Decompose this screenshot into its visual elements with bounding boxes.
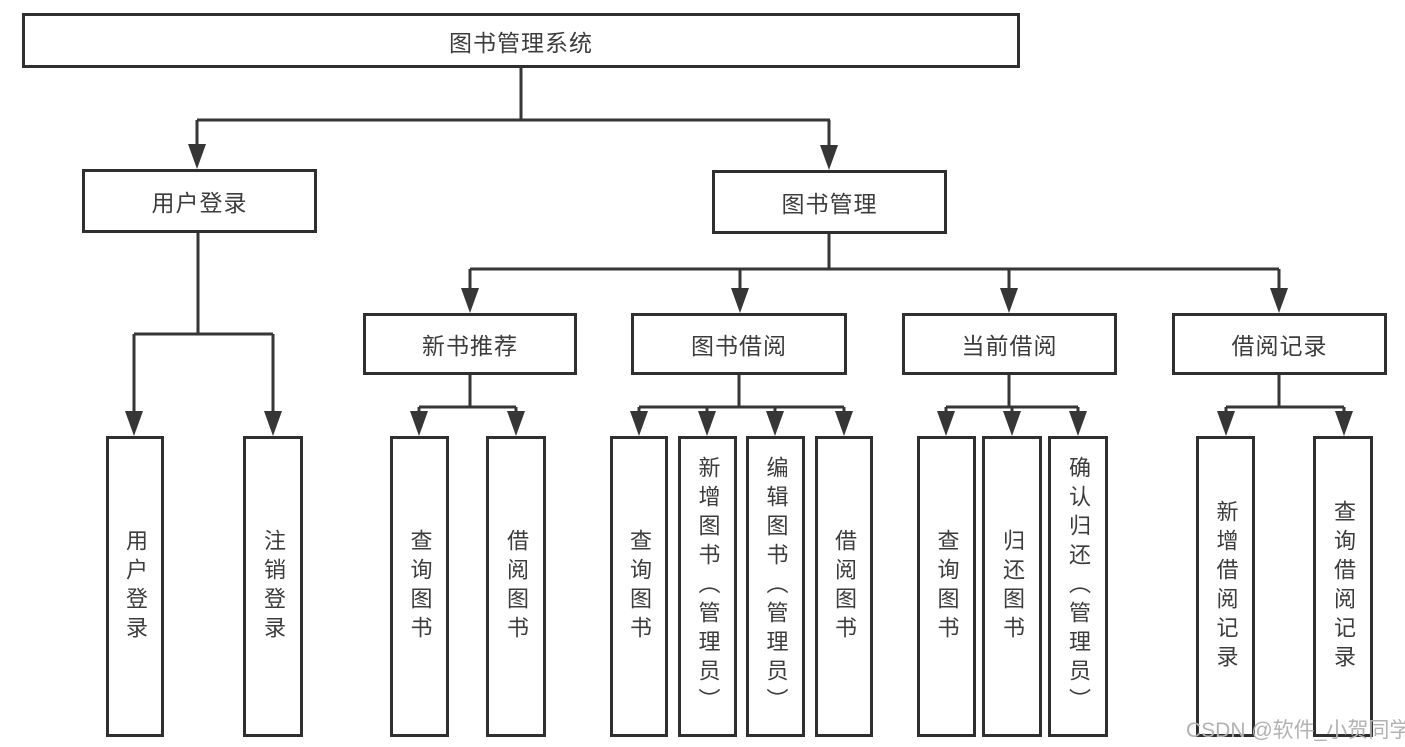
node-root: 图书管理系统: [22, 13, 1020, 68]
leaf-logout: 注销登录: [243, 436, 303, 737]
leaf-query-books-3: 查询图书: [917, 436, 976, 737]
arrowhead-down-icons: [125, 144, 1353, 436]
leaf-user-login-label: 用户登录: [123, 528, 148, 645]
leaf-borrow-books-1-label: 借阅图书: [504, 528, 529, 645]
leaf-query-books-2-label: 查询图书: [627, 528, 652, 645]
leaf-borrow-books-1: 借阅图书: [486, 436, 546, 737]
leaf-edit-books-admin: 编辑图书（管理员）: [746, 436, 805, 737]
connector-root: [195, 68, 831, 147]
node-borrow-records-label: 借阅记录: [1231, 333, 1328, 359]
node-book-borrow: 图书借阅: [631, 313, 847, 375]
leaf-logout-label: 注销登录: [261, 528, 286, 645]
leaf-query-books-1: 查询图书: [390, 436, 449, 737]
leaf-query-borrow-record-label: 查询借阅记录: [1331, 499, 1356, 674]
leaf-add-borrow-record-label: 新增借阅记录: [1213, 499, 1239, 674]
connector-book-borrow: [637, 375, 846, 413]
connector-current-borrow: [944, 375, 1080, 413]
leaf-add-borrow-record: 新增借阅记录: [1196, 436, 1255, 737]
node-current-borrow-label: 当前借阅: [961, 333, 1058, 359]
leaf-borrow-books-2-label: 借阅图书: [832, 528, 857, 645]
node-current-borrow: 当前借阅: [902, 313, 1117, 375]
node-user-login-label: 用户登录: [151, 190, 248, 216]
leaf-query-books-3-label: 查询图书: [934, 528, 960, 645]
node-user-login: 用户登录: [82, 169, 317, 233]
connector-borrow-records: [1224, 375, 1346, 413]
node-book-management: 图书管理: [712, 170, 947, 234]
leaf-return-books: 归还图书: [982, 436, 1042, 737]
leaf-query-books-2: 查询图书: [610, 436, 668, 737]
leaf-confirm-return-admin-label: 确认归还（管理员）: [1066, 456, 1091, 717]
csdn-watermark: CSDN @软件_小贺同学: [1186, 719, 1405, 742]
leaf-add-books-admin: 新增图书（管理员）: [678, 436, 737, 737]
leaf-add-books-admin-label: 新增图书（管理员）: [695, 456, 721, 717]
leaf-edit-books-admin-label: 编辑图书（管理员）: [763, 456, 789, 717]
node-new-book-recommend: 新书推荐: [363, 313, 577, 375]
connector-book-management: [468, 234, 1281, 290]
leaf-confirm-return-admin: 确认归还（管理员）: [1048, 436, 1108, 737]
leaf-return-books-label: 归还图书: [1000, 528, 1025, 645]
connector-user-login: [132, 233, 275, 413]
connector-new-book: [417, 375, 518, 413]
leaf-query-borrow-record: 查询借阅记录: [1313, 436, 1373, 737]
node-book-borrow-label: 图书借阅: [691, 333, 787, 359]
leaf-query-books-1-label: 查询图书: [407, 528, 433, 645]
node-new-book-recommend-label: 新书推荐: [422, 333, 518, 359]
leaf-user-login: 用户登录: [106, 436, 164, 737]
node-book-management-label: 图书管理: [781, 191, 878, 217]
node-root-label: 图书管理系统: [449, 29, 593, 56]
node-borrow-records: 借阅记录: [1172, 313, 1387, 375]
leaf-borrow-books-2: 借阅图书: [815, 436, 873, 737]
